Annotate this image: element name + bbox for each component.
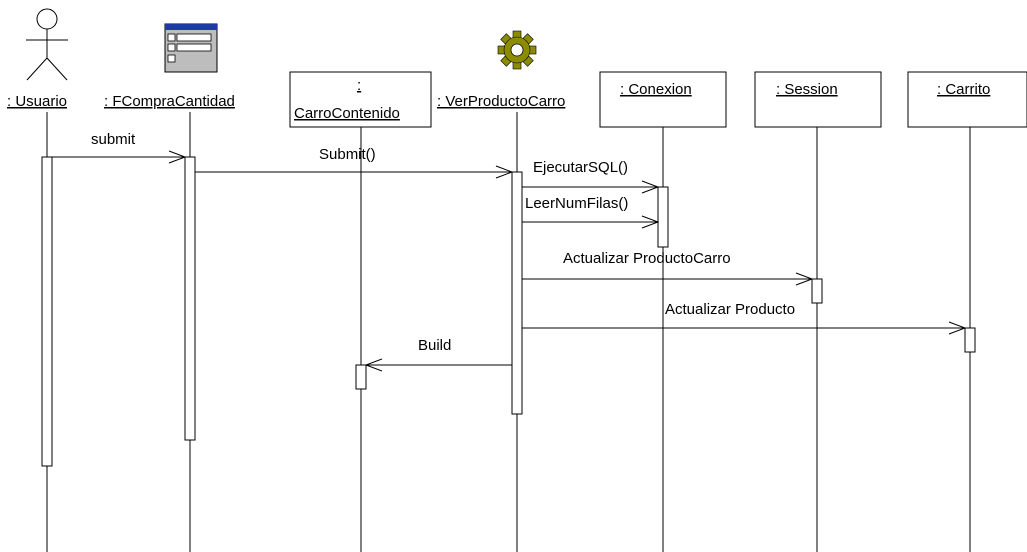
message-label-ejecutarsql: EjecutarSQL() [533,159,628,176]
activation-session [811,278,823,304]
message-label-actualizar-productocarro: Actualizar ProductoCarro [563,250,731,267]
activation-conexion [657,186,669,248]
message-arrow-submit [52,150,187,164]
message-label-actualizar-producto: Actualizar Producto [665,301,795,318]
message-arrow-leernumfilas [522,215,660,229]
actor-icon [26,8,68,81]
message-arrow-build [364,358,512,372]
label-carrito: : Carrito [937,81,990,98]
session-box [754,71,882,128]
form-boundary-icon [164,23,218,73]
message-label-leernumfilas: LeerNumFilas() [525,195,628,212]
label-carrocontenido: CarroContenido [294,105,400,122]
activation-carrocontenido [355,364,367,390]
message-arrow-actualizar-productocarro [522,272,814,286]
label-verproductocarro: : VerProductoCarro [437,93,565,110]
gear-control-icon [497,30,537,70]
message-label-submit: submit [91,131,136,148]
activation-fcompra [184,156,196,441]
activation-usuario [41,156,53,467]
label-carrocontenido-colon: : [357,77,361,94]
message-arrow-submit-call [195,165,514,179]
message-label-build: Build [418,337,451,354]
carrocontenido-box [289,71,432,128]
carrito-box [907,71,1027,128]
activation-verproducto [511,171,523,415]
label-session: : Session [776,81,838,98]
label-conexion: : Conexion [620,81,692,98]
activation-carrito [964,327,976,353]
message-arrow-actualizar-producto [522,321,967,335]
label-fcompracantidad: : FCompraCantidad [104,93,235,110]
conexion-box [599,71,727,128]
message-label-submit-call: Submit() [319,146,376,163]
message-arrow-ejecutarsql [522,180,660,194]
label-usuario: : Usuario [7,93,67,110]
